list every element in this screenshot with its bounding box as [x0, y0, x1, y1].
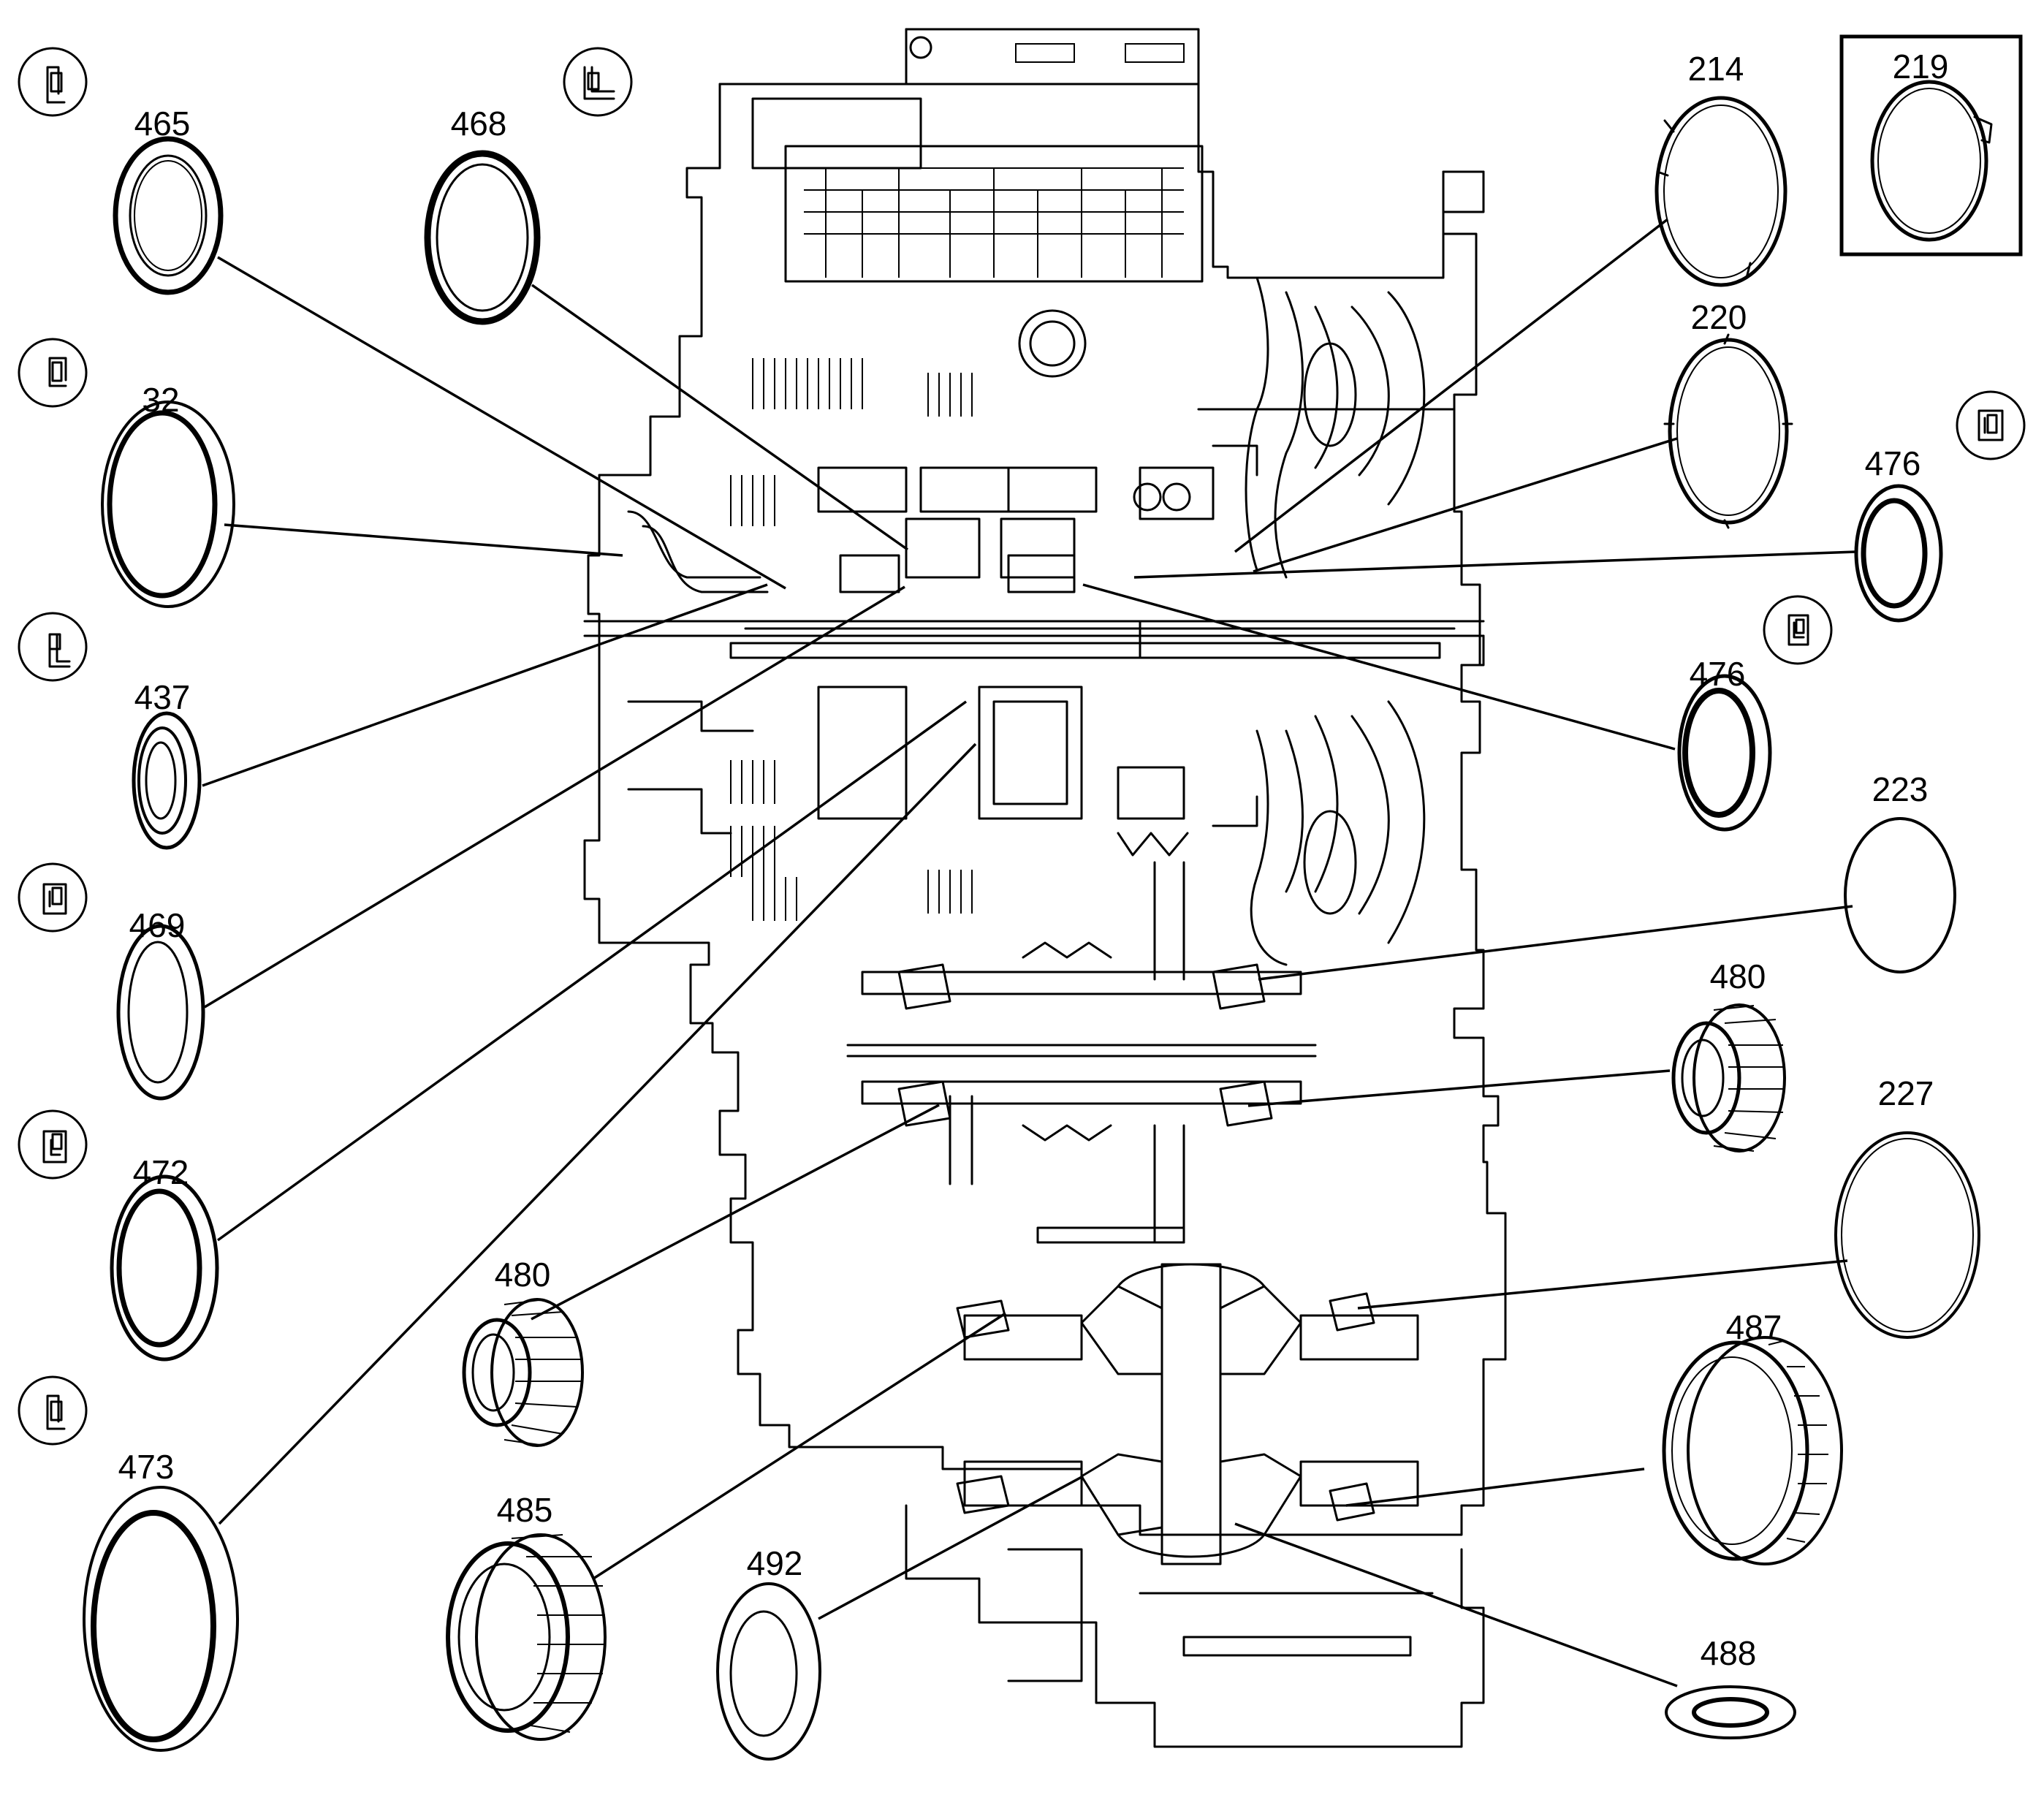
seal-symbols [18, 47, 2026, 1446]
tapered-bearing-480-right [1671, 1003, 1786, 1153]
label-480-left: 480 [495, 1256, 551, 1294]
label-480-right: 480 [1710, 957, 1766, 995]
label-487: 487 [1726, 1308, 1782, 1346]
seal-ring-468 [424, 150, 541, 325]
leader-lines [202, 218, 1857, 1687]
seal-ring-472 [110, 1174, 219, 1362]
label-476-lower: 476 [1690, 655, 1746, 693]
seal-476-upper [1854, 484, 1943, 623]
label-214: 214 [1688, 50, 1744, 88]
label-223: 223 [1872, 770, 1929, 808]
label-472: 472 [133, 1153, 189, 1191]
tapered-bearing-485 [446, 1533, 607, 1741]
seal-ring-465 [113, 136, 224, 295]
tapered-bearing-480-left [462, 1298, 584, 1447]
seal-cross-section-icon [1956, 390, 2026, 460]
seal-ring-473 [83, 1486, 239, 1752]
seal-ring-32 [101, 400, 235, 608]
seal-cross-section-icon [18, 1375, 88, 1446]
ring-220 [1663, 333, 1793, 529]
label-492: 492 [747, 1544, 803, 1582]
seal-cross-section-icon [18, 1109, 88, 1180]
ring-227 [1834, 1131, 1980, 1339]
label-485: 485 [497, 1491, 553, 1529]
seal-ring-469 [116, 924, 205, 1101]
thrust-washer-488 [1665, 1685, 1796, 1739]
seal-cross-section-icon [563, 47, 633, 117]
seal-cross-section-icon [1763, 595, 1833, 665]
label-227: 227 [1878, 1074, 1934, 1112]
label-437: 437 [134, 678, 191, 716]
seal-cross-section-icon [18, 338, 88, 408]
label-488: 488 [1701, 1634, 1757, 1672]
transmission-cross-section [583, 28, 1507, 1748]
seal-cross-section-icon [18, 862, 88, 933]
callout-labels: 465 468 32 437 469 472 473 480 485 492 2… [118, 48, 1949, 1672]
label-220: 220 [1691, 298, 1747, 336]
label-32: 32 [142, 381, 179, 419]
label-473: 473 [118, 1448, 175, 1486]
washer-492 [716, 1582, 821, 1761]
inset-box-219 [1839, 34, 2023, 257]
seal-cross-section-icon [18, 612, 88, 682]
tapered-bearing-487 [1662, 1336, 1843, 1565]
parts [83, 80, 1993, 1761]
clutch-packs [730, 358, 1215, 921]
label-465: 465 [134, 105, 191, 143]
ring-223 [1844, 817, 1956, 973]
seal-cross-section-icon [18, 47, 88, 117]
label-476-upper: 476 [1865, 444, 1921, 482]
seal-437 [132, 711, 202, 850]
ring-219 [1870, 80, 1993, 242]
seal-476-lower [1677, 674, 1772, 832]
label-468: 468 [451, 105, 507, 143]
ring-214 [1654, 96, 1787, 287]
label-469: 469 [129, 906, 186, 944]
label-219: 219 [1893, 48, 1949, 86]
